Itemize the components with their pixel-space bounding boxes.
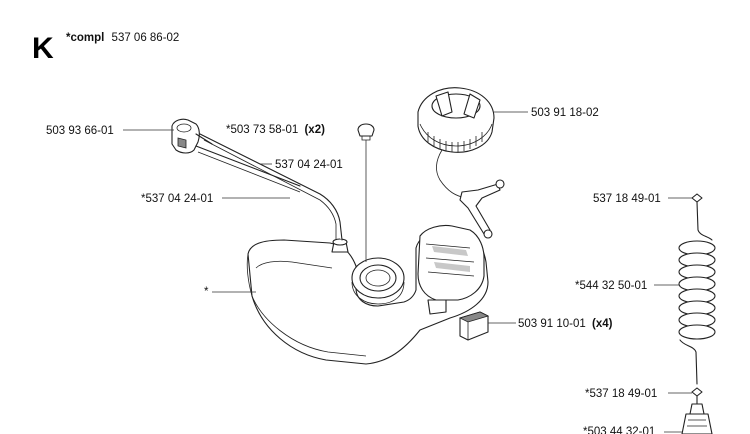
fuel-cap bbox=[417, 87, 505, 239]
label-grommet-number: *503 73 58-01 bbox=[226, 124, 298, 136]
label-damper: 503 91 10-01 (x4) bbox=[518, 318, 613, 330]
label-cap: 503 91 18-02 bbox=[531, 107, 599, 119]
label-damper-number: 503 91 10-01 bbox=[518, 318, 586, 330]
leader-lines bbox=[123, 111, 692, 433]
section-letter: K bbox=[32, 32, 54, 65]
label-hose-upper: 537 04 24-01 bbox=[275, 159, 343, 171]
label-tank: * bbox=[204, 286, 209, 298]
grommet bbox=[357, 123, 375, 141]
label-vent-valve: 503 93 66-01 bbox=[46, 125, 114, 137]
label-filter: *503 44 32-01 bbox=[583, 426, 655, 434]
label-coil-top: 537 18 49-01 bbox=[593, 193, 661, 205]
compl-prefix: *compl bbox=[66, 32, 104, 44]
label-coil-bottom: *537 18 49-01 bbox=[585, 388, 657, 400]
label-grommet-qty: (x2) bbox=[304, 124, 325, 136]
fuel-hoses bbox=[195, 133, 343, 241]
label-grommet: *503 73 58-01 (x2) bbox=[226, 124, 325, 136]
compl-number: 537 06 86-02 bbox=[112, 32, 180, 44]
label-damper-qty: (x4) bbox=[592, 318, 613, 330]
compl-header: *compl 537 06 86-02 bbox=[66, 32, 179, 44]
damper bbox=[458, 311, 490, 341]
label-coil: *544 32 50-01 bbox=[575, 280, 647, 292]
label-hose-lower: *537 04 24-01 bbox=[141, 193, 213, 205]
fuel-tank bbox=[246, 224, 489, 365]
fuel-pickup-coil bbox=[678, 193, 716, 434]
vent-valve bbox=[171, 118, 213, 154]
